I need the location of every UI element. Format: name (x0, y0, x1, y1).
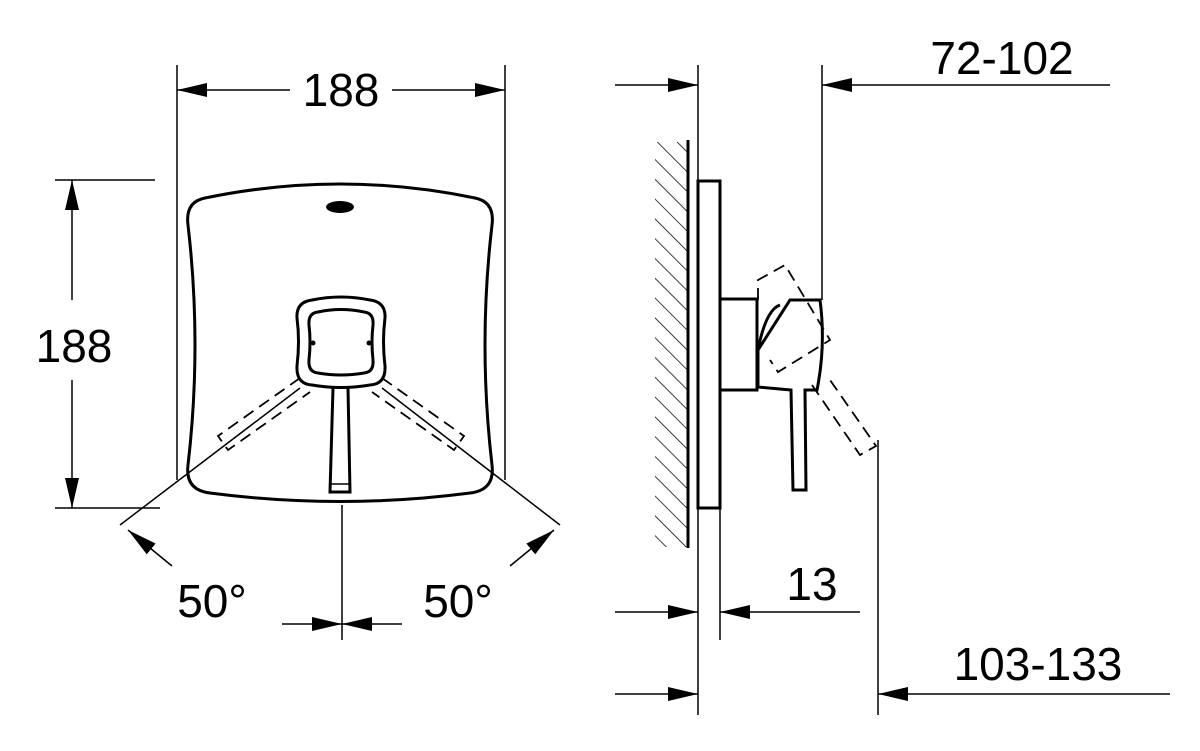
front-view: 188 188 50° 50° (36, 64, 561, 640)
screw (366, 340, 372, 346)
lever-alt-position (757, 263, 832, 374)
width-dimension: 188 (303, 64, 380, 116)
cover-plate-side (696, 179, 722, 510)
height-dimension: 188 (36, 320, 113, 372)
logo (326, 201, 354, 213)
lever-alt-position (811, 379, 878, 457)
angle-arrow (509, 529, 555, 567)
handle-base (718, 297, 759, 392)
angle-right-label: 50° (423, 575, 493, 627)
handle-outer[interactable] (295, 295, 387, 389)
side-view: 72-102 13 103-133 (615, 32, 1170, 715)
angle-arrow (127, 529, 173, 567)
projection-dimension: 72-102 (930, 32, 1073, 84)
total-dimension: 103-133 (954, 638, 1123, 690)
lever[interactable] (328, 387, 352, 494)
angle-line (381, 387, 561, 526)
cover-plate (186, 182, 494, 503)
angle-left-label: 50° (177, 575, 247, 627)
lever-right-position (371, 377, 466, 452)
lever-side[interactable] (756, 298, 824, 492)
screw (310, 340, 316, 346)
plate-dimension: 13 (786, 558, 837, 610)
angle-line (119, 387, 301, 526)
wall-hatch (655, 142, 688, 547)
handle-inner (307, 308, 375, 377)
